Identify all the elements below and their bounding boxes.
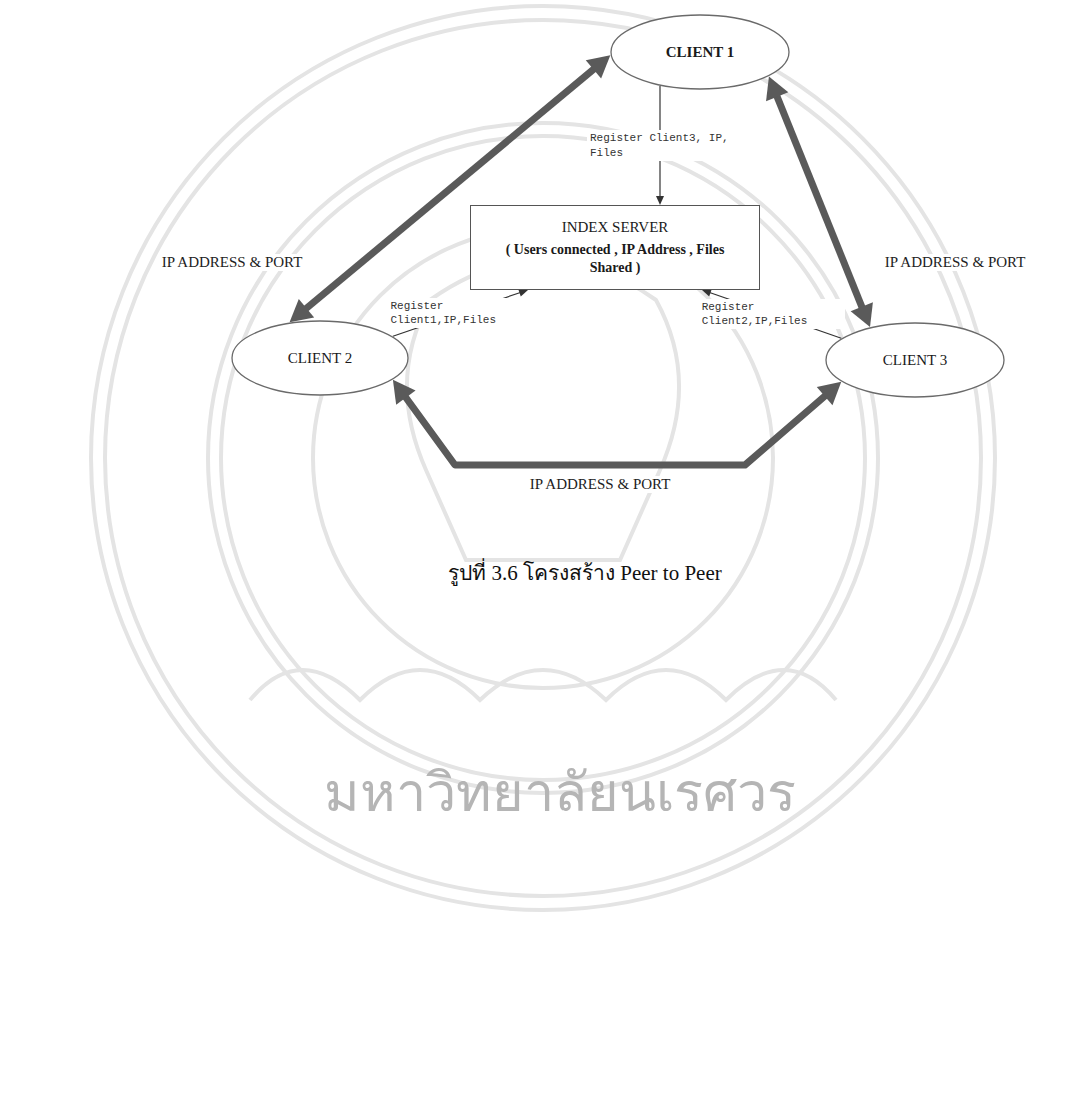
- arrowhead: [817, 382, 841, 405]
- connection-label: IP ADDRESS & PORT: [159, 254, 306, 271]
- client-ellipse: CLIENT 2: [231, 320, 409, 396]
- server-box: INDEX SERVER ( Users connected , IP Addre…: [470, 205, 760, 290]
- node-title: INDEX SERVER: [562, 218, 669, 238]
- register-label: Register Client3, IP, Files: [587, 130, 733, 161]
- node-title: CLIENT 2: [288, 350, 352, 367]
- arrowhead: [702, 289, 712, 297]
- register-label: Register Client2,IP,Files: [699, 299, 845, 330]
- connector-line: [405, 396, 825, 465]
- connection-label: IP ADDRESS & PORT: [882, 254, 1029, 271]
- watermark-text: มหาวิทยาลัยนเรศวร: [324, 749, 796, 835]
- arrowhead: [586, 55, 611, 78]
- arrowhead: [518, 289, 528, 297]
- node-title: CLIENT 3: [883, 352, 947, 369]
- connection-label: IP ADDRESS & PORT: [527, 476, 674, 493]
- arrowhead: [656, 196, 664, 205]
- arrowhead: [851, 302, 873, 327]
- client-ellipse: CLIENT 3: [825, 322, 1005, 398]
- client-ellipse: CLIENT 1: [610, 14, 790, 90]
- arrowhead: [393, 380, 416, 405]
- connection-arrow: [393, 380, 841, 465]
- register-label: Register Client1,IP,Files: [387, 298, 533, 329]
- connection-arrow: [766, 76, 873, 327]
- figure-caption: รูปที่ 3.6 โครงสร้าง Peer to Peer: [448, 556, 721, 589]
- arrowhead: [766, 76, 788, 101]
- node-body: ( Users connected , IP Address , Files S…: [487, 241, 743, 277]
- node-title: CLIENT 1: [666, 44, 735, 61]
- arrowhead: [290, 299, 315, 322]
- connector-line: [777, 96, 862, 308]
